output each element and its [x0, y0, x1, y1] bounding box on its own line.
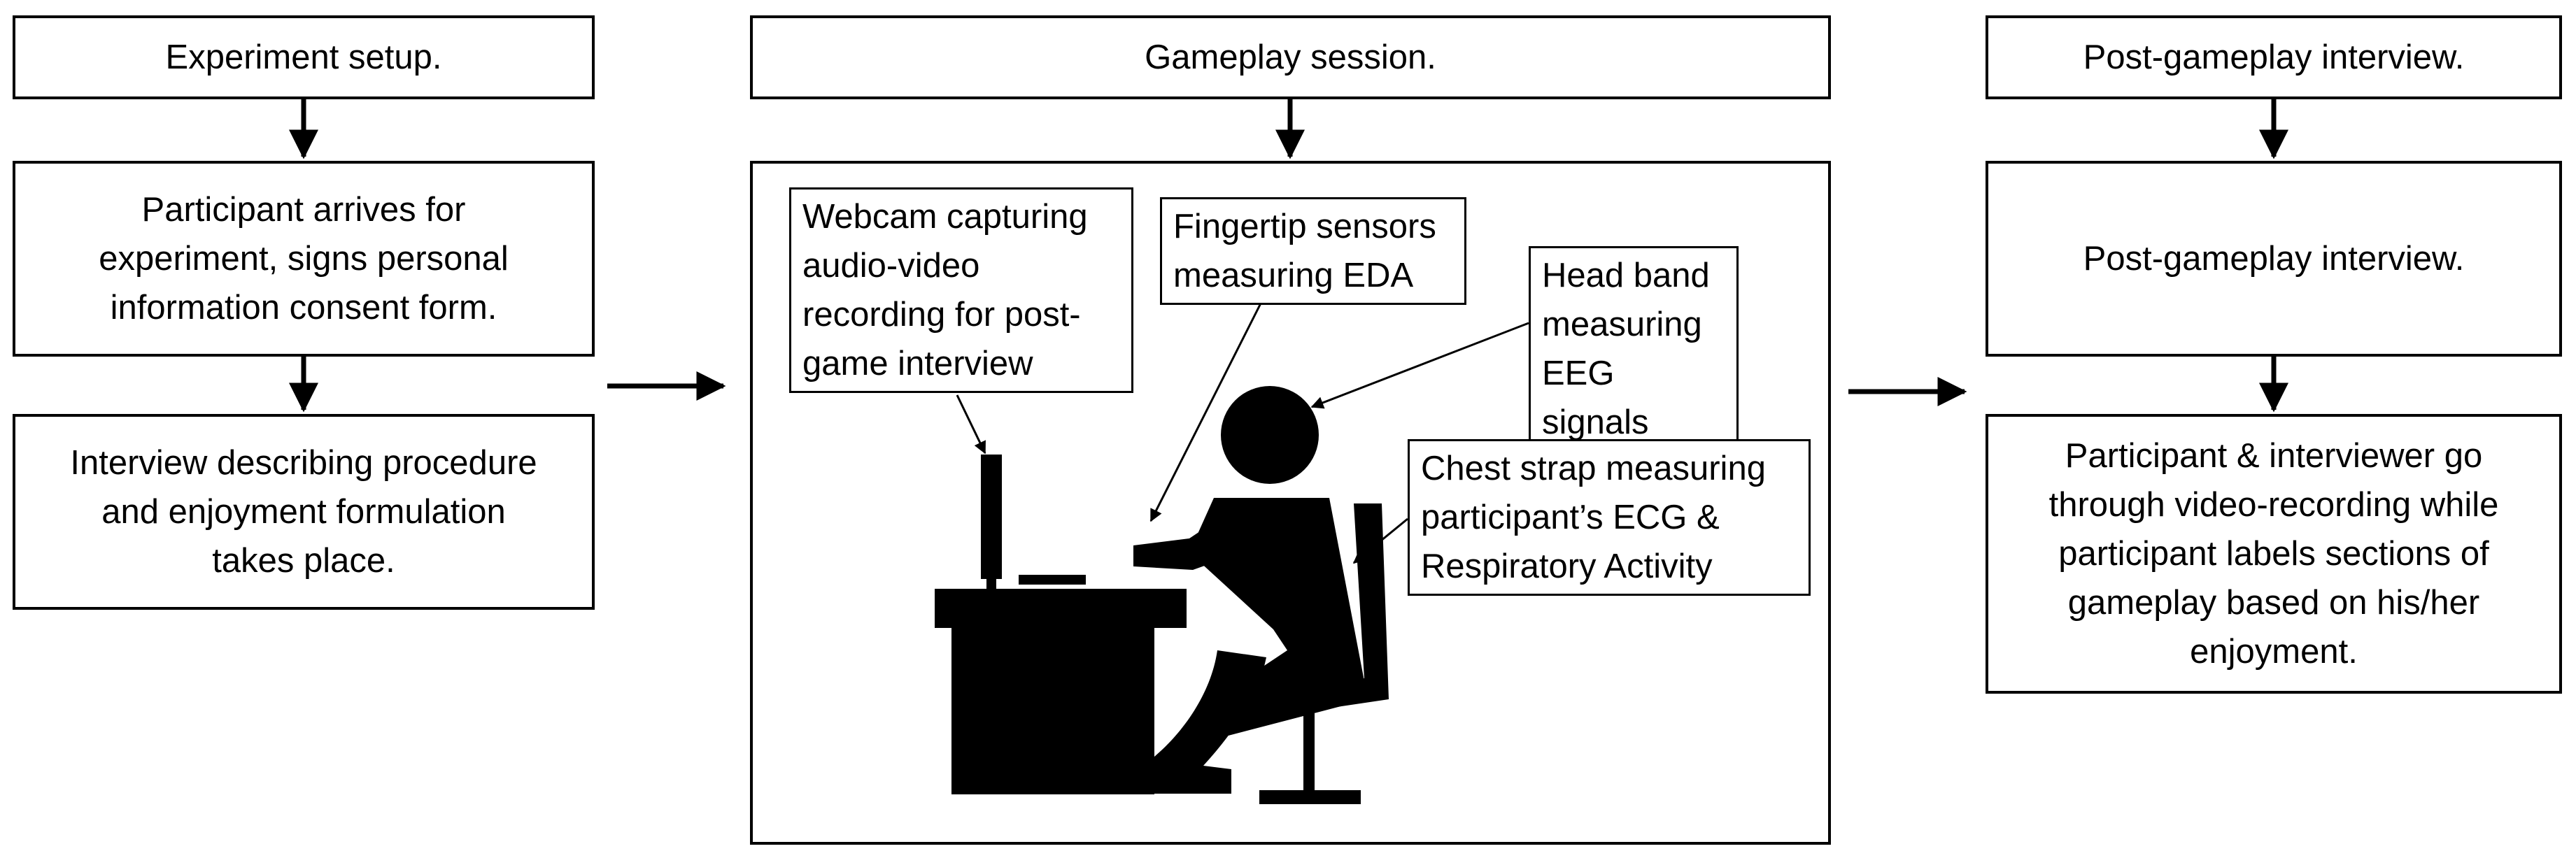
session-header: Gameplay session.	[1145, 38, 1436, 76]
setup-header: Experiment setup.	[165, 38, 442, 76]
interview-header: Post-gameplay interview.	[2083, 38, 2465, 76]
callout-fingertip	[1149, 292, 1268, 522]
interview-header-box: Post-gameplay interview.	[1986, 15, 2562, 99]
interview-step1-box: Post-gameplay interview.	[1986, 161, 2562, 357]
setup-step1: Participant arrives for experiment, sign…	[99, 191, 509, 327]
setup-step2: Interview describing procedure and enjoy…	[70, 444, 537, 580]
label-headband: Head band measuring EEG signals	[1529, 246, 1739, 452]
setup-step1-box: Participant arrives for experiment, sign…	[13, 161, 595, 357]
callout-lines	[956, 292, 1529, 564]
session-header-box: Gameplay session.	[750, 15, 1831, 99]
label-fingertip: Fingertip sensors measuring EDA	[1160, 197, 1466, 305]
callout-chest	[1352, 517, 1408, 564]
setup-step2-box: Interview describing procedure and enjoy…	[13, 414, 595, 610]
callout-headband	[1310, 322, 1529, 409]
interview-step1: Post-gameplay interview.	[2083, 240, 2465, 278]
desk-icon	[935, 455, 1187, 794]
label-chest: Chest strap measuring participant’s ECG …	[1408, 439, 1811, 596]
interview-step2-box: Participant & interviewer go through vid…	[1986, 414, 2562, 694]
setup-header-box: Experiment setup.	[13, 15, 595, 99]
interview-step2: Participant & interviewer go through vid…	[2048, 437, 2499, 671]
label-webcam: Webcam capturing audio-video recording f…	[789, 187, 1133, 393]
flow-arrows-vertical	[289, 99, 2288, 413]
callout-webcam	[956, 394, 986, 455]
flow-arrows-horizontal	[607, 371, 1967, 406]
person-icon	[1133, 386, 1368, 794]
